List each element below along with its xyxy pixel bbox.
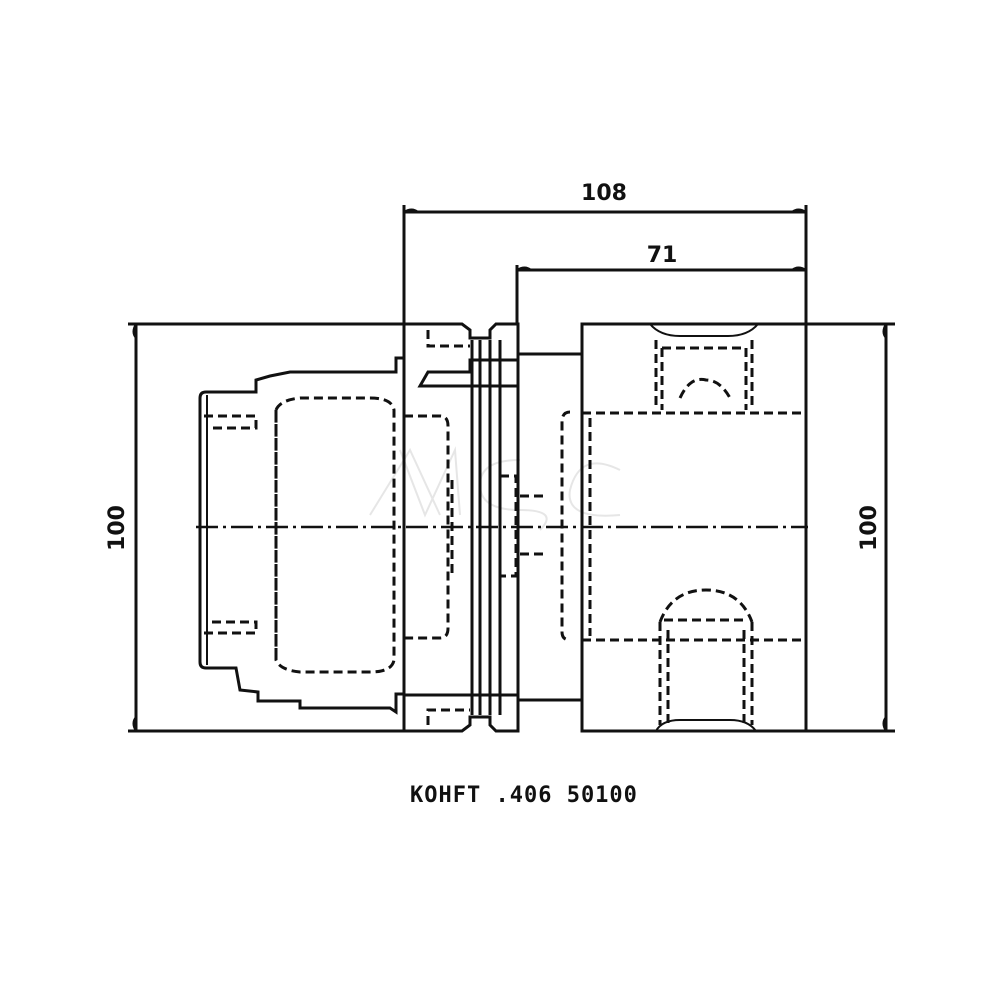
dimension-label-71: 71 (647, 243, 678, 268)
dimension-label-right-100: 100 (857, 505, 882, 551)
dimension-right-height: 100 (806, 322, 895, 733)
dimension-left-height: 100 (105, 322, 404, 733)
drawing-caption: KOHFT .406 50100 (410, 783, 638, 808)
dimension-overall-length: 108 (402, 181, 808, 325)
dimension-label-108: 108 (581, 181, 627, 206)
shank-outline (198, 356, 406, 715)
dimension-body-length: 71 (515, 243, 807, 325)
dimension-label-left-100: 100 (105, 505, 130, 551)
